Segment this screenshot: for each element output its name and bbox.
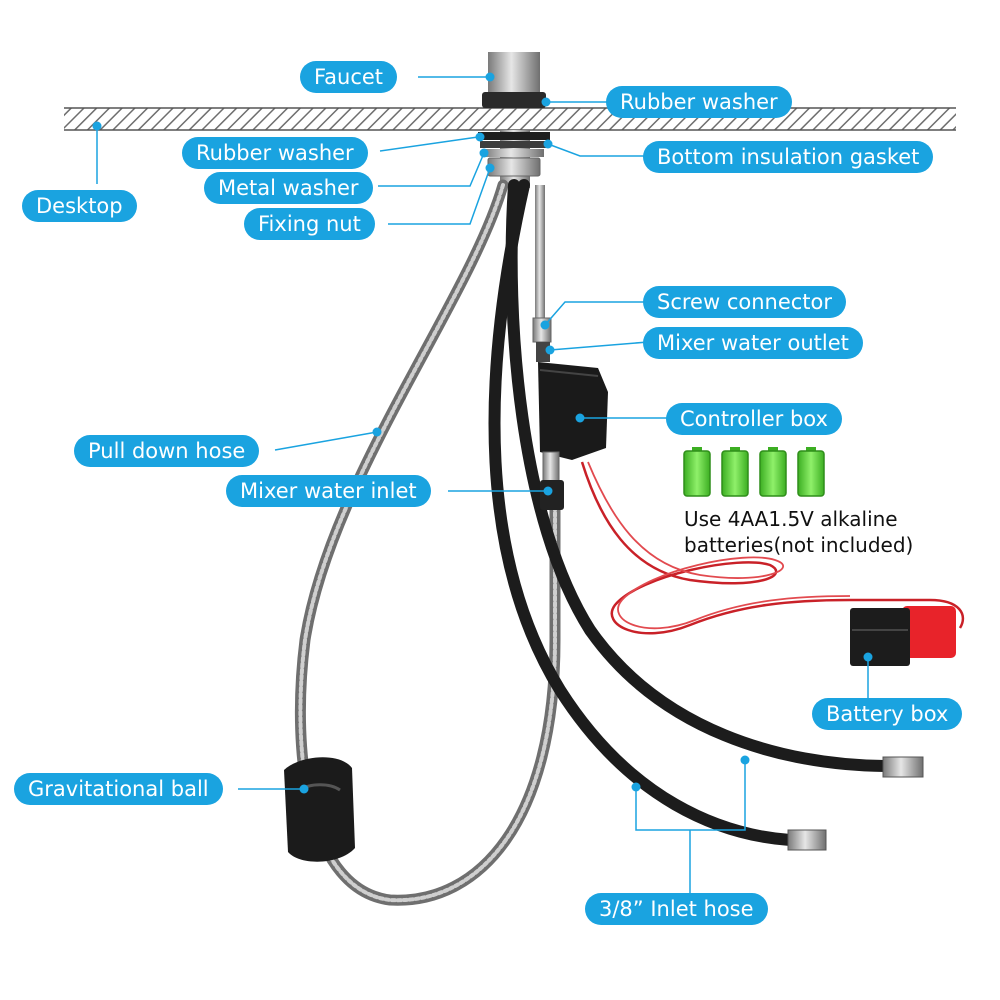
- battery-icon: [721, 447, 749, 497]
- battery-icon: [683, 447, 711, 497]
- battery-icon: [797, 447, 825, 497]
- metal-washer-shape: [484, 149, 544, 157]
- label-inlet-hose: 3/8” Inlet hose: [585, 893, 768, 925]
- rubber-washer-bottom-shape: [478, 132, 550, 140]
- label-bottom-insulation-gasket: Bottom insulation gasket: [643, 141, 934, 173]
- leader-rubber-washer-bottom: [379, 136, 479, 152]
- inlet-hose-1: [505, 179, 891, 772]
- controller-box-shape: [538, 362, 608, 460]
- mixer-inlet-shape: [542, 451, 560, 483]
- label-desktop: Desktop: [22, 190, 137, 222]
- label-mixer-water-outlet: Mixer water outlet: [643, 327, 863, 359]
- label-gravitational-ball: Gravitational ball: [14, 773, 223, 805]
- label-controller-box: Controller box: [666, 403, 842, 435]
- battery-box-black-part: [850, 608, 910, 666]
- desktop-surface: [64, 108, 956, 130]
- battery-note-line1: Use 4AA1.5V alkaline: [684, 507, 898, 531]
- label-screw-connector: Screw connector: [643, 286, 847, 318]
- inlet-hose-1-connector: [882, 756, 924, 778]
- battery-wire-2: [587, 461, 851, 630]
- leader-mixer-outlet: [549, 341, 649, 351]
- battery-icon: [759, 447, 787, 497]
- label-pull-down-hose: Pull down hose: [74, 435, 260, 467]
- label-fixing-nut: Fixing nut: [244, 208, 375, 240]
- label-mixer-water-inlet: Mixer water inlet: [226, 475, 431, 507]
- leader-metal-washer: [378, 152, 485, 187]
- label-rubber-washer-bottom: Rubber washer: [182, 137, 368, 169]
- rubber-washer-top-shape: [482, 92, 546, 108]
- label-faucet: Faucet: [300, 61, 398, 93]
- bottom-insulation-gasket-shape: [480, 141, 548, 148]
- inlet-hose-2: [488, 179, 796, 846]
- leader-pull-down-hose: [274, 431, 378, 451]
- fixing-nut-shape: [487, 157, 541, 177]
- outlet-pipe: [535, 185, 545, 325]
- label-rubber-washer-top: Rubber washer: [606, 86, 792, 118]
- label-battery-box: Battery box: [812, 698, 963, 730]
- label-metal-washer: Metal washer: [204, 172, 373, 204]
- battery-note-line2: batteries(not included): [684, 533, 914, 557]
- battery-box-red-part: [902, 606, 956, 658]
- controller-box-edge: [539, 369, 599, 377]
- leader-screw-connector: [544, 301, 650, 326]
- leader-bottom-gasket: [547, 143, 652, 157]
- mixer-outlet-shape: [536, 342, 550, 362]
- faucet-body: [488, 52, 540, 94]
- mixer-inlet-nut: [540, 480, 564, 510]
- leader-dots: [92, 72, 873, 794]
- leader-lines: [96, 76, 869, 894]
- inlet-hose-2-connector: [787, 829, 827, 851]
- leader-fixing-nut: [388, 167, 491, 225]
- gravitational-ball-shape: [284, 757, 355, 862]
